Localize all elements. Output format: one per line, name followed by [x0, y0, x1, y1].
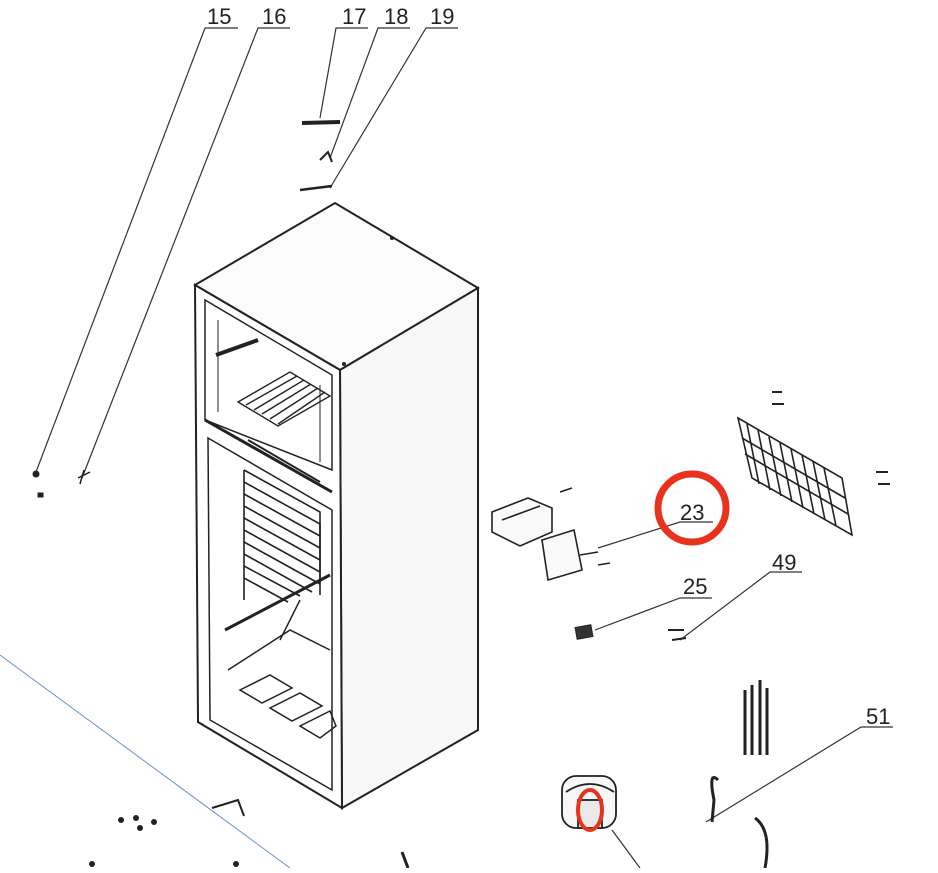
compressor: [561, 775, 617, 829]
part-25-sensor: [574, 624, 594, 640]
cabinet-screw: [390, 236, 394, 240]
cabinet-screw: [342, 362, 346, 366]
part-23-control-box: [491, 487, 611, 582]
label-23: 23: [680, 500, 704, 525]
label-18: 18: [384, 4, 408, 29]
condenser-grid: [736, 416, 854, 537]
highlight-ellipse-compressor: [576, 788, 604, 832]
label-17: 17: [342, 4, 366, 29]
small-bracket: [211, 798, 245, 817]
part-15-pin: [32, 470, 44, 498]
part-49-clip: [668, 629, 687, 641]
label-49: 49: [772, 550, 796, 575]
condenser-screws: [772, 391, 890, 485]
part-17-top-hinge: [301, 120, 341, 125]
guide-line: [0, 654, 291, 869]
label-25: 25: [683, 574, 707, 599]
refrigerator-cabinet: [193, 201, 480, 810]
part-16-hinge: [77, 469, 91, 485]
freezer-shelf: [236, 371, 332, 483]
label-51: 51: [866, 704, 890, 729]
refrigerant-tubes: [400, 680, 769, 869]
label-19: 19: [430, 4, 454, 29]
part-19-pin: [299, 184, 333, 192]
label-16: 16: [262, 4, 286, 29]
highlight-annotations: [576, 470, 730, 832]
bottom-trays: [227, 599, 337, 739]
fridge-shelves: [224, 469, 331, 632]
small-fasteners: [89, 815, 239, 867]
part-labels: 15 16 17 18 19 23 25 49 51: [207, 4, 890, 729]
label-15: 15: [207, 4, 231, 29]
leader-lines: [35, 27, 893, 869]
highlight-circle-part-23: [654, 470, 730, 546]
part-18-bracket: [319, 150, 333, 163]
